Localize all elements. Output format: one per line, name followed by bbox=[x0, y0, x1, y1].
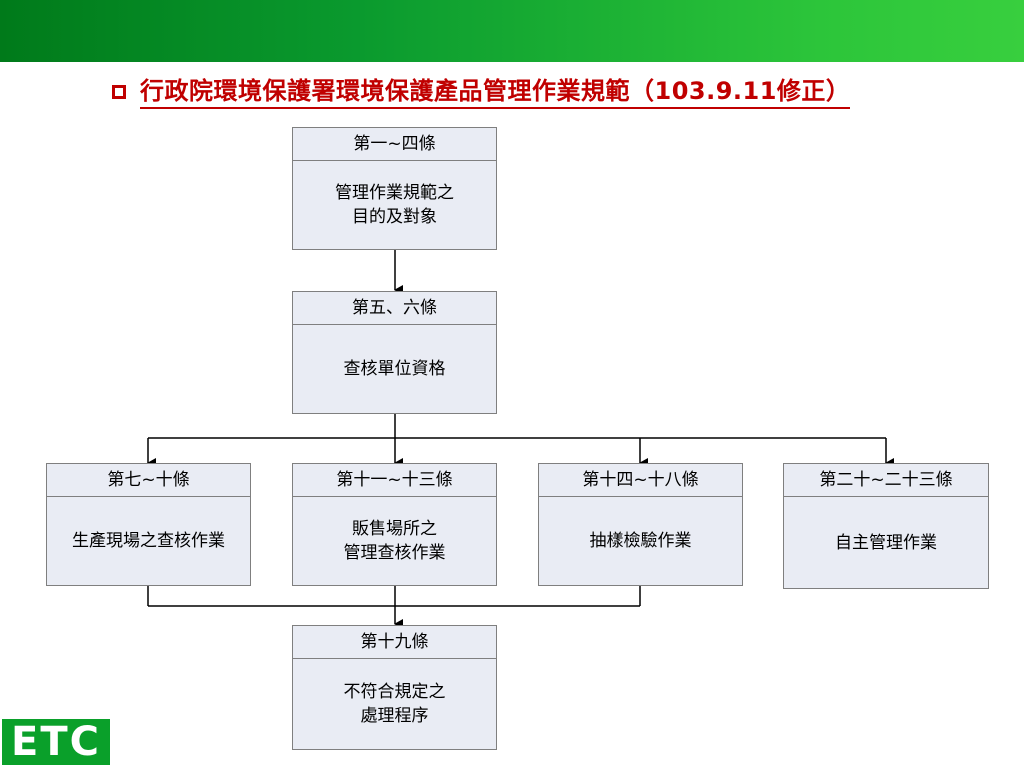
node-article-19: 第十九條 不符合規定之 處理程序 bbox=[292, 625, 497, 750]
square-bullet-icon bbox=[112, 85, 126, 99]
node-body: 管理作業規範之 目的及對象 bbox=[335, 183, 454, 227]
title-row: 行政院環境保護署環境保護產品管理作業規範（103.9.11修正） bbox=[112, 74, 851, 110]
node-header: 第十一~十三條 bbox=[293, 464, 496, 497]
node-header: 第十九條 bbox=[293, 626, 496, 659]
node-body: 自主管理作業 bbox=[835, 532, 937, 553]
node-articles-1-4: 第一~四條 管理作業規範之 目的及對象 bbox=[292, 127, 497, 250]
node-articles-11-13: 第十一~十三條 販售場所之 管理查核作業 bbox=[292, 463, 497, 586]
node-articles-5-6: 第五、六條 查核單位資格 bbox=[292, 291, 497, 414]
node-articles-7-10: 第七~十條 生產現場之查核作業 bbox=[46, 463, 251, 586]
node-articles-20-23: 第二十~二十三條 自主管理作業 bbox=[783, 463, 989, 589]
node-header: 第一~四條 bbox=[293, 128, 496, 161]
node-body: 查核單位資格 bbox=[343, 359, 446, 379]
node-body: 不符合規定之 處理程序 bbox=[343, 682, 446, 726]
page-title: 行政院環境保護署環境保護產品管理作業規範（103.9.11修正） bbox=[140, 76, 851, 109]
node-header: 第七~十條 bbox=[47, 464, 250, 497]
node-body: 抽樣檢驗作業 bbox=[589, 531, 692, 551]
node-articles-14-18: 第十四~十八條 抽樣檢驗作業 bbox=[538, 463, 743, 586]
node-body: 販售場所之 管理查核作業 bbox=[343, 519, 446, 563]
node-header: 第十四~十八條 bbox=[539, 464, 742, 497]
node-header: 第五、六條 bbox=[293, 292, 496, 325]
node-body: 生產現場之查核作業 bbox=[72, 531, 225, 551]
etc-logo: ETC bbox=[2, 719, 110, 765]
top-banner bbox=[0, 0, 1024, 62]
node-header: 第二十~二十三條 bbox=[784, 464, 988, 497]
